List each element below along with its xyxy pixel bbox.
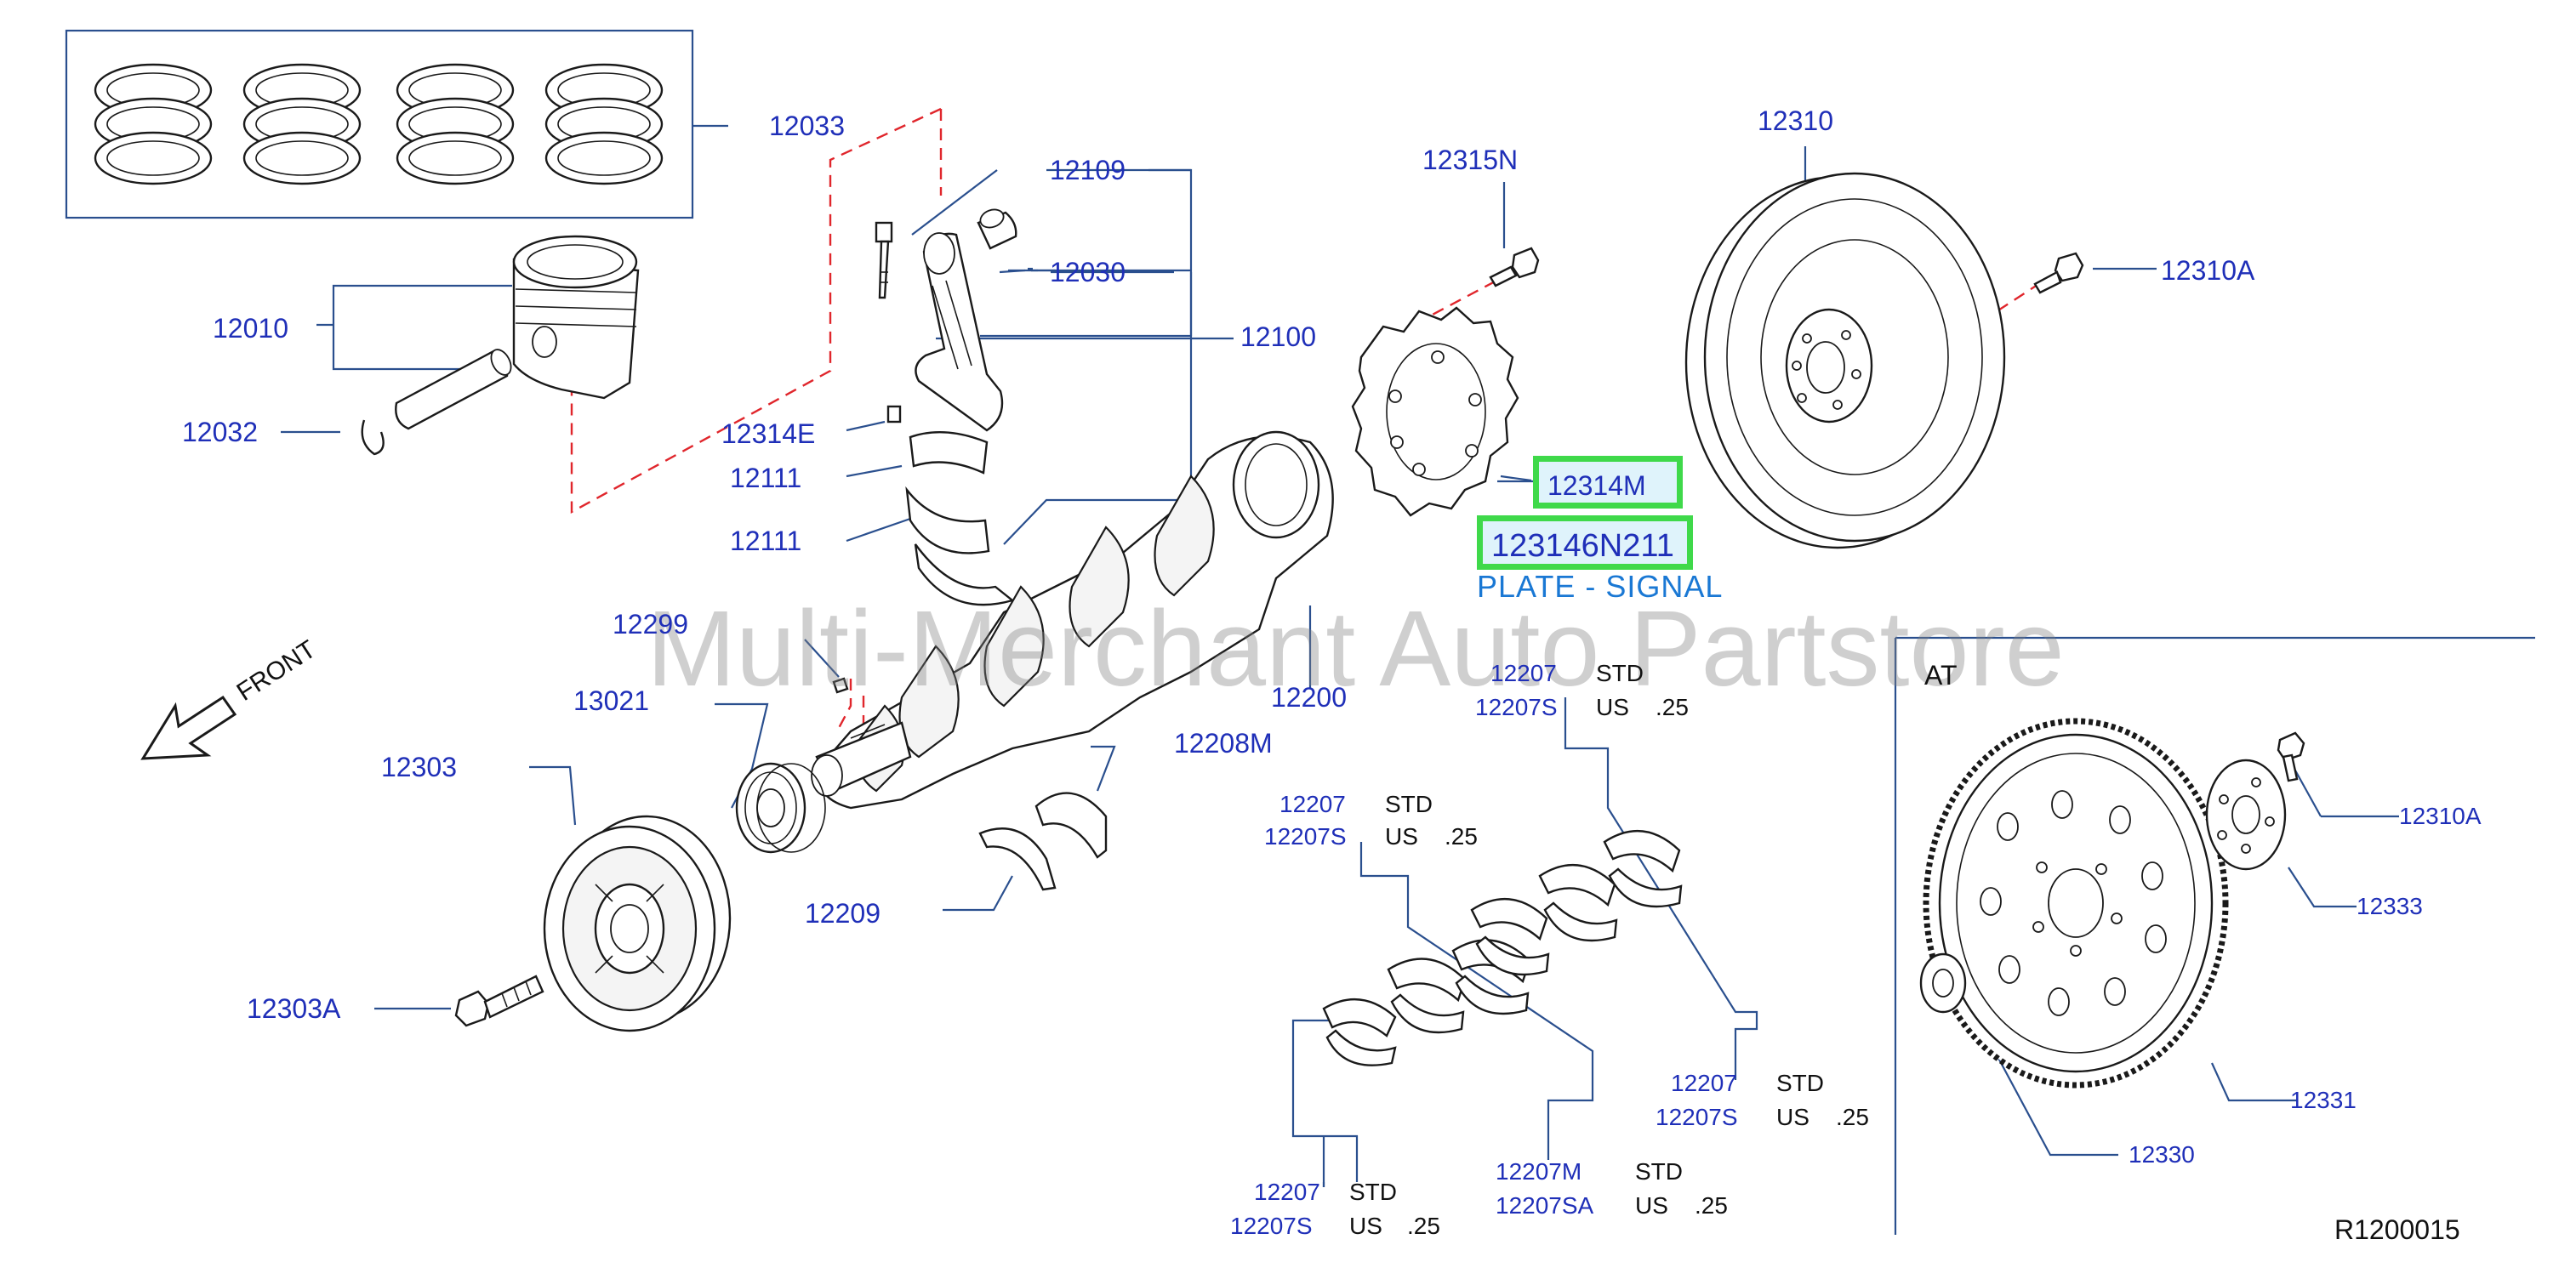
connecting-rod[interactable] [915,232,1004,432]
bearing-group-2-std: STD [1385,791,1433,817]
bearing-group-5-std: STD [1635,1158,1683,1185]
label-12315n[interactable]: 12315N [1422,145,1519,175]
drive-plate[interactable] [1923,718,2229,1089]
piston-ring-set[interactable] [65,29,694,219]
bearing-group-1-b[interactable]: 12207S [1475,694,1558,720]
bearing-group-3-std: STD [1776,1070,1824,1096]
watermark: Multi-Merchant Auto Partstore [647,588,2065,708]
bearing-group-2-a[interactable]: 12207 [1279,791,1346,817]
bearing-group-4-us: US [1349,1213,1382,1239]
snap-ring[interactable] [361,419,385,456]
bearing-group-1-size: .25 [1656,694,1689,720]
pulley-bolt[interactable] [454,975,544,1027]
diagram-code: R1200015 [2334,1214,2460,1245]
con-rod-bolt[interactable] [875,221,893,299]
label-12303a[interactable]: 12303A [247,993,341,1024]
label-12208m[interactable]: 12208M [1174,728,1273,759]
label-12030[interactable]: 12030 [1050,257,1126,287]
bearing-group-1-std: STD [1596,660,1644,686]
highlight-part-number[interactable]: 12314M [1533,456,1683,509]
at-section-label: AT [1924,660,1958,691]
highlight-part-label: 12314M [1547,470,1646,501]
bearing-group-3-a[interactable]: 12207 [1671,1070,1737,1096]
con-rod-bush[interactable] [977,207,1017,250]
part-description: PLATE - SIGNAL [1477,569,1724,604]
thrust-washer-upper[interactable] [1034,792,1108,859]
bearing-group-1-a[interactable]: 12207 [1490,660,1557,686]
label-12310a-at[interactable]: 12310A [2399,803,2482,829]
thrust-washer-lower[interactable] [978,827,1057,891]
label-12100[interactable]: 12100 [1240,321,1316,352]
bearing-group-3-us: US [1776,1104,1809,1130]
highlight-oem-label: 123146N211 [1491,528,1674,564]
label-12330[interactable]: 12330 [2129,1141,2195,1168]
bearing-group-2-b[interactable]: 12207S [1264,823,1347,850]
dowel-pin[interactable] [886,405,902,424]
rod-bearing-lower[interactable] [905,486,1015,606]
bearing-group-3-size: .25 [1836,1104,1869,1130]
bearing-group-4-b[interactable]: 12207S [1230,1213,1313,1239]
drive-plate-bolt[interactable] [2277,731,2305,782]
bearing-group-5-a[interactable]: 12207M [1496,1158,1582,1185]
label-12331[interactable]: 12331 [2290,1087,2357,1113]
bearing-group-4-a[interactable]: 12207 [1254,1179,1320,1205]
spacer[interactable] [1919,952,1967,1014]
plate-bolt[interactable] [1489,247,1540,287]
label-12200[interactable]: 12200 [1271,682,1347,713]
label-12314e[interactable]: 12314E [721,418,816,449]
label-12033[interactable]: 12033 [769,111,845,141]
bearing-group-1-us: US [1596,694,1629,720]
label-12310[interactable]: 12310 [1758,105,1833,136]
highlight-oem-number[interactable]: 123146N211 [1477,515,1693,570]
label-12299[interactable]: 12299 [613,609,688,640]
label-12111-lower[interactable]: 12111 [730,526,802,556]
front-arrow-icon [140,695,237,760]
piston[interactable] [512,235,640,400]
bearing-group-4-std: STD [1349,1179,1397,1205]
signal-plate[interactable] [1351,306,1519,517]
label-12111-upper[interactable]: 12111 [730,463,802,493]
main-bearings[interactable] [1322,829,1683,1066]
bearing-group-5-b[interactable]: 12207SA [1496,1192,1594,1219]
label-12310a[interactable]: 12310A [2161,255,2255,286]
label-12109[interactable]: 12109 [1050,155,1126,185]
label-13021[interactable]: 13021 [573,685,649,716]
bearing-group-4-size: .25 [1407,1213,1440,1239]
crank-pulley[interactable] [543,815,732,1032]
crankshaft[interactable] [811,430,1334,810]
label-12209[interactable]: 12209 [805,898,881,929]
flywheel[interactable] [1684,172,2006,549]
bearing-group-5-us: US [1635,1192,1668,1219]
reinforcement-plate[interactable] [2205,759,2287,871]
bearing-group-2-size: .25 [1445,823,1478,850]
bearing-group-3-b[interactable]: 12207S [1656,1104,1738,1130]
bearing-group-5-size: .25 [1695,1192,1728,1219]
piston-pin[interactable] [395,346,515,430]
crank-sprocket[interactable] [735,762,826,854]
label-12303[interactable]: 12303 [381,752,457,782]
woodruff-key[interactable] [832,677,849,694]
label-12032[interactable]: 12032 [182,417,258,447]
flywheel-bolt[interactable] [2033,252,2084,294]
label-12333[interactable]: 12333 [2357,893,2423,919]
bearing-group-2-us: US [1385,823,1418,850]
label-12010[interactable]: 12010 [213,313,288,344]
rod-bearing-upper[interactable] [909,431,989,475]
